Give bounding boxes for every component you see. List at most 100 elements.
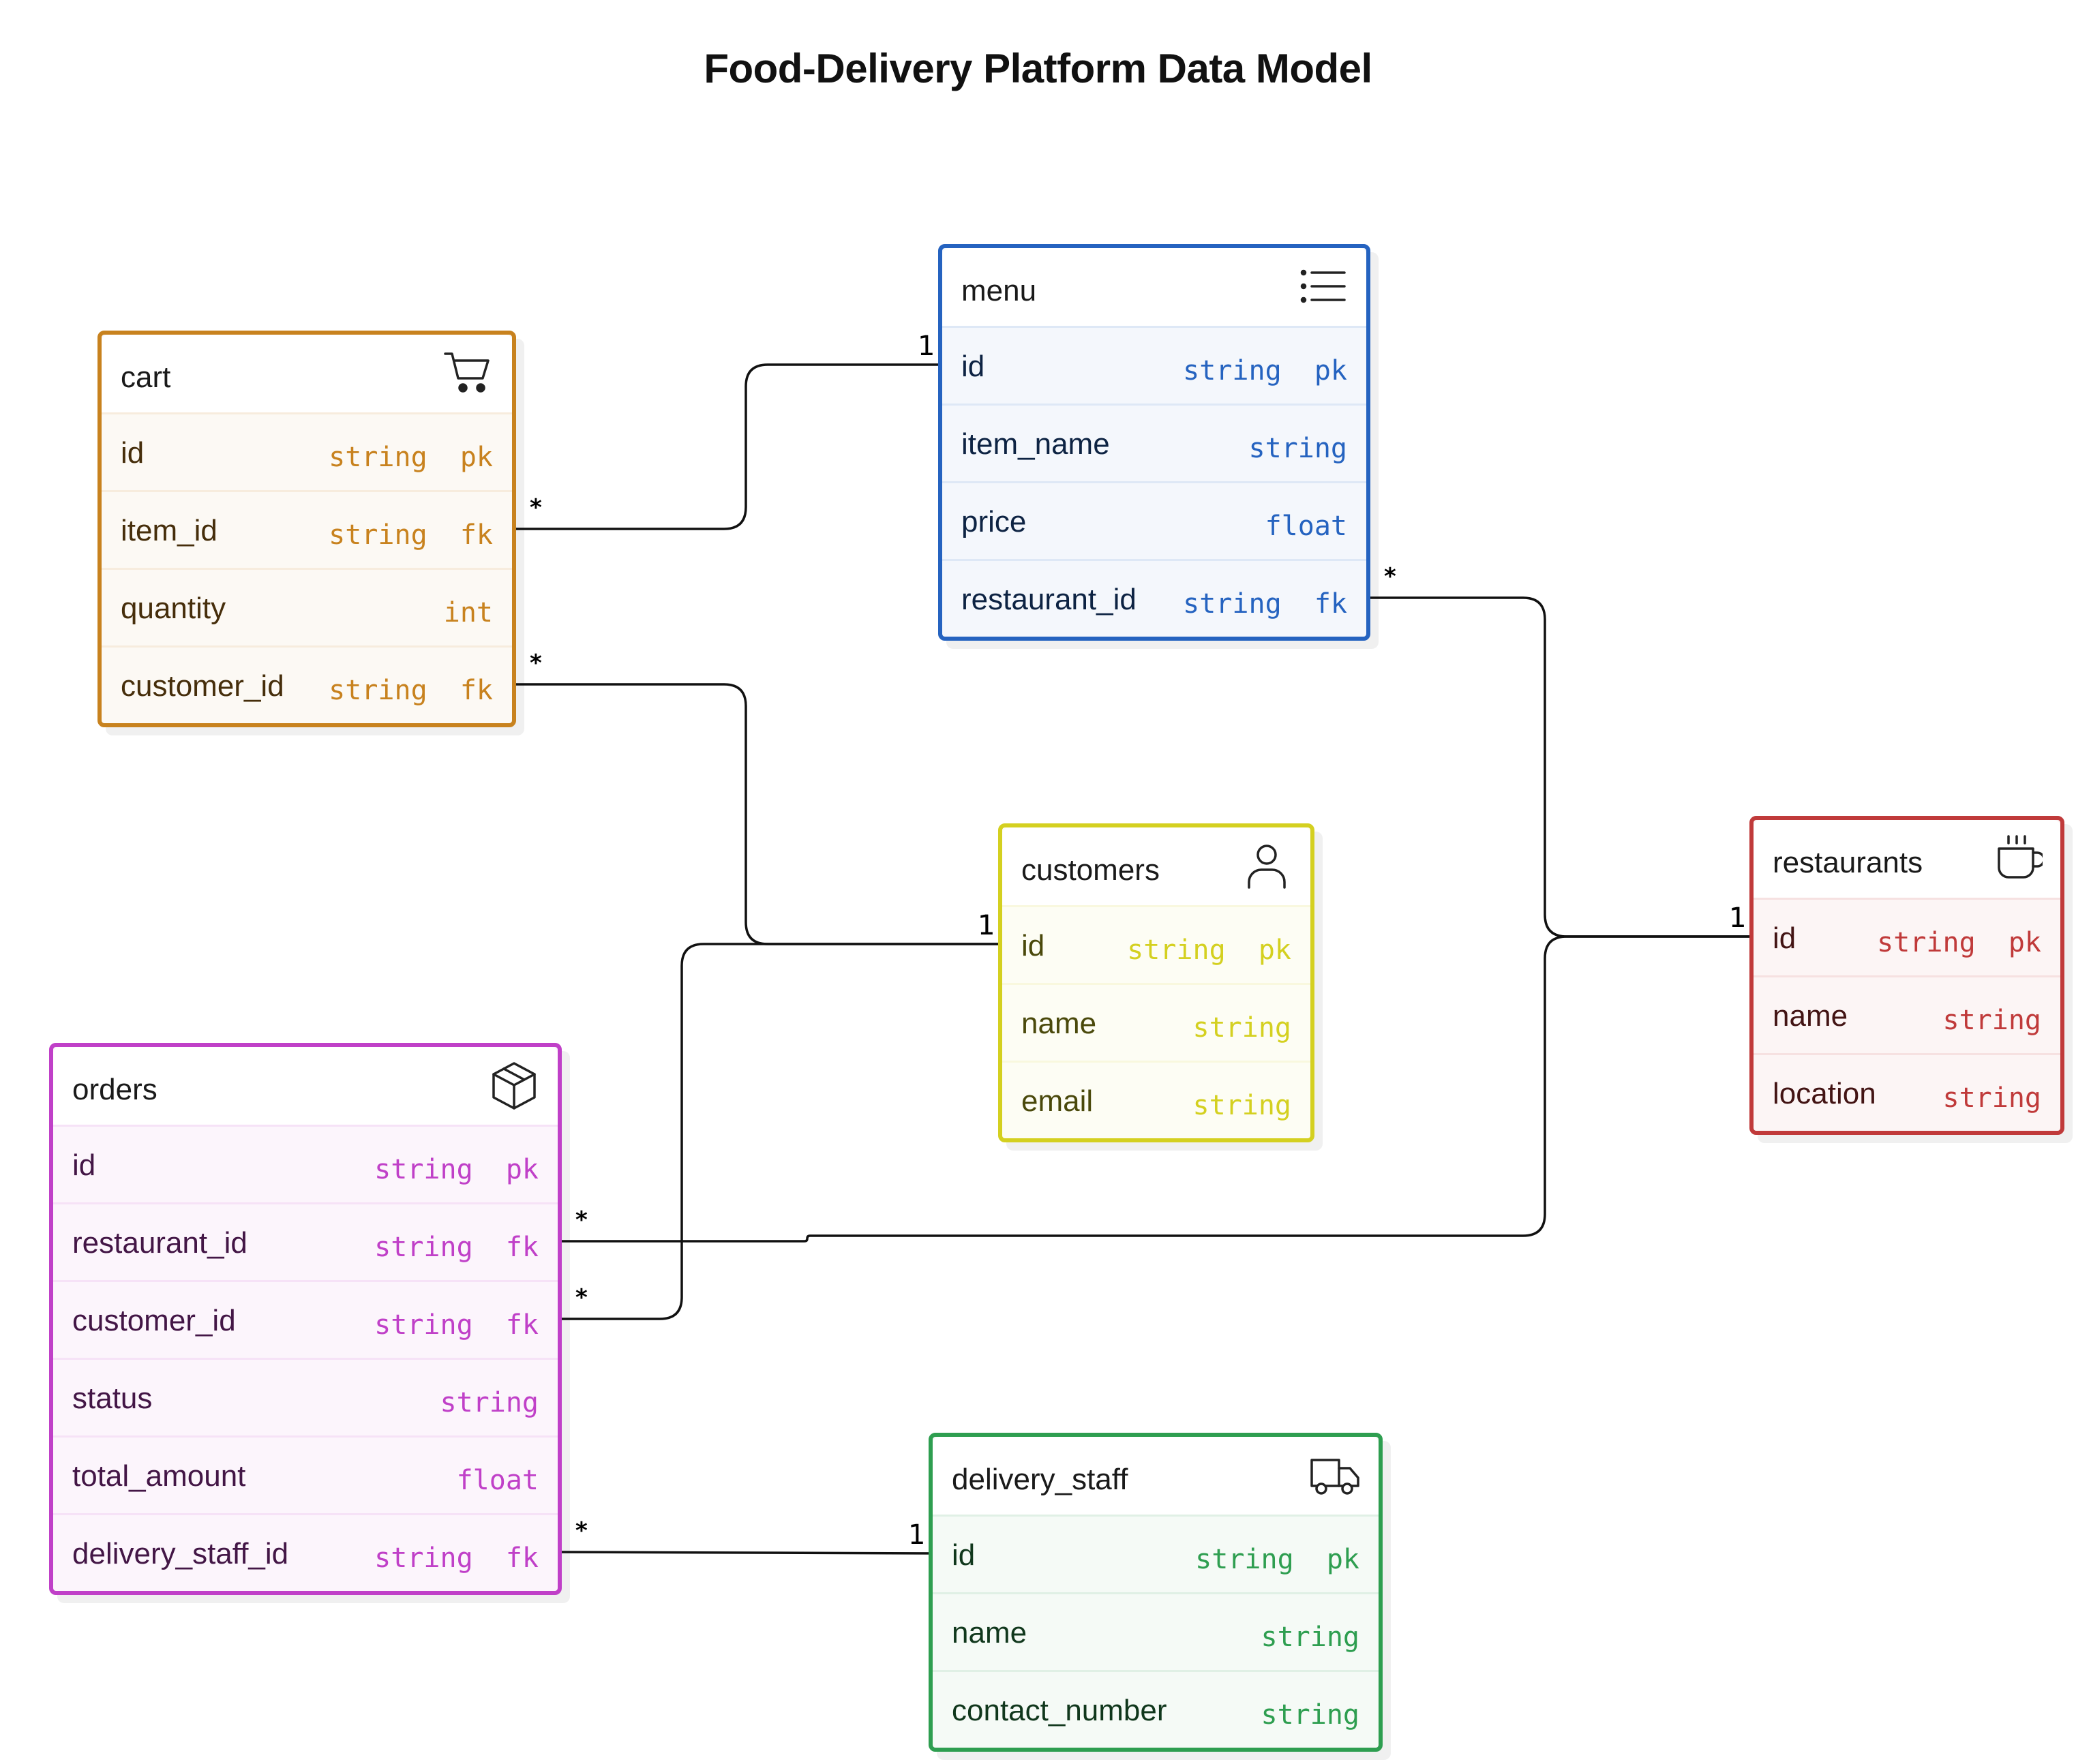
field-name: price	[961, 505, 1027, 538]
field-name: item_id	[121, 514, 217, 547]
field-key: fk	[460, 675, 493, 706]
table-header: menu	[942, 248, 1366, 326]
field-datatype: string	[1261, 1622, 1360, 1653]
table-name: cart	[121, 361, 171, 394]
field-type: string pk	[1127, 934, 1291, 966]
field-type: float	[1265, 511, 1347, 542]
field-key: pk	[1314, 355, 1347, 386]
field-name: id	[961, 350, 985, 383]
field-row[interactable]: item_name string	[942, 404, 1366, 481]
field-row[interactable]: id string pk	[942, 326, 1366, 404]
field-name: name	[952, 1616, 1027, 1649]
table-header: restaurants	[1754, 820, 2060, 898]
field-type: string fk	[329, 675, 493, 706]
cardinality-one: 1	[978, 910, 995, 941]
relationship-line	[555, 943, 1005, 1320]
package-icon	[488, 1059, 540, 1111]
table-header: delivery_staff	[933, 1437, 1379, 1515]
field-type: string pk	[329, 442, 493, 473]
relationship-line	[509, 363, 945, 530]
field-datatype: string	[1261, 1699, 1360, 1731]
cardinality-many: *	[575, 1517, 588, 1545]
field-type: string pk	[1183, 355, 1347, 386]
field-key: fk	[505, 1232, 539, 1263]
field-name: id	[121, 436, 145, 470]
cardinality-one: 1	[908, 1519, 925, 1551]
field-name: location	[1773, 1077, 1876, 1110]
field-row[interactable]: id string pk	[102, 412, 512, 490]
field-type: string	[1943, 1005, 2042, 1036]
field-datatype: float	[456, 1465, 539, 1496]
field-type: string	[1193, 1012, 1292, 1044]
field-type: string pk	[1877, 927, 2041, 958]
field-datatype: string	[329, 675, 427, 706]
field-row[interactable]: price float	[942, 481, 1366, 559]
field-type: int	[444, 597, 493, 628]
cardinality-one: 1	[1729, 902, 1746, 934]
field-datatype: string	[374, 1232, 473, 1263]
field-key: pk	[505, 1154, 539, 1185]
field-key: pk	[2008, 927, 2041, 958]
field-name: restaurant_id	[961, 583, 1137, 616]
field-type: float	[457, 1465, 539, 1496]
field-name: email	[1021, 1084, 1094, 1118]
cardinality-one: 1	[918, 331, 935, 362]
field-row[interactable]: id string pk	[53, 1125, 558, 1202]
field-type: string fk	[374, 1542, 539, 1574]
field-datatype: string	[1248, 433, 1348, 464]
field-datatype: string	[329, 519, 427, 551]
field-type: string	[1249, 433, 1348, 464]
cardinality-many: *	[530, 650, 542, 677]
field-key: fk	[460, 519, 493, 551]
list-icon	[1297, 260, 1349, 312]
field-datatype: string	[1183, 588, 1282, 620]
field-type: string	[1261, 1699, 1360, 1731]
field-type: string	[440, 1387, 539, 1418]
field-name: id	[72, 1149, 96, 1182]
field-datatype: string	[1942, 1082, 2042, 1114]
field-type: string fk	[374, 1309, 539, 1341]
field-datatype: string	[1192, 1012, 1292, 1044]
field-row[interactable]: location string	[1754, 1053, 2060, 1131]
field-type: string fk	[1183, 588, 1347, 620]
table-header: customers	[1002, 827, 1310, 905]
field-datatype: string	[440, 1387, 539, 1418]
cart-icon	[442, 347, 494, 399]
field-type: string pk	[374, 1154, 539, 1185]
field-row[interactable]: name string	[933, 1592, 1379, 1670]
relationship-line	[555, 935, 1756, 1243]
field-row[interactable]: id string pk	[1002, 905, 1310, 983]
field-key: pk	[460, 442, 493, 473]
relationship-line	[509, 683, 1005, 945]
field-name: id	[952, 1538, 976, 1572]
field-row[interactable]: item_id string fk	[102, 490, 512, 568]
relationship-line	[554, 1551, 936, 1555]
field-row[interactable]: restaurant_id string fk	[942, 559, 1366, 637]
field-datatype: string	[374, 1309, 473, 1341]
table-name: customers	[1021, 853, 1160, 887]
table-name: menu	[961, 274, 1037, 307]
field-name: item_name	[961, 427, 1110, 461]
cardinality-one: 1	[1729, 902, 1746, 934]
field-name: id	[1021, 929, 1045, 962]
user-icon	[1241, 840, 1293, 892]
